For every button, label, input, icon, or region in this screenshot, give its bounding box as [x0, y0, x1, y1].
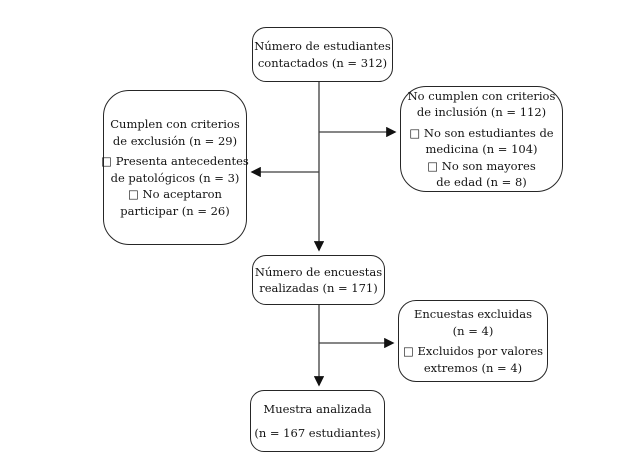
box-line: medicina (n = 104)	[425, 142, 538, 156]
box-line: Encuestas excluidas	[413, 307, 532, 321]
box-line: de edad (n = 8)	[436, 175, 527, 189]
box-line: Cumplen con criterios	[110, 117, 240, 131]
box-line: de inclusión (n = 112)	[416, 105, 547, 119]
box-exclusion: Cumplen con criterios de exclusión (n = …	[101, 90, 249, 245]
box-line: □ No son mayores	[427, 158, 536, 173]
box-line: de exclusión (n = 29)	[112, 133, 238, 148]
box-contacted: Número de estudiantes contactados (n = 3…	[252, 27, 393, 82]
box-excluded-surveys: Encuestas excluidas (n = 4) □ Excluidos …	[398, 300, 548, 382]
box-analyzed: Muestra analizada (n = 167 estudiantes)	[250, 390, 385, 452]
box-line: □ Excluidos por valores	[402, 344, 544, 358]
box-line: (n = 4)	[452, 323, 494, 338]
box-line: □ Presenta antecedentes	[101, 154, 249, 168]
box-line: extremos (n = 4)	[423, 360, 523, 375]
box-line: Número de estudiantes	[254, 39, 391, 53]
box-line: de patológicos (n = 3)	[110, 170, 240, 185]
box-line: No cumplen con criterios	[407, 88, 556, 103]
box-inclusion: No cumplen con criterios de inclusión (n…	[400, 86, 563, 192]
box-line: Muestra analizada	[263, 401, 372, 416]
box-surveys: Número de encuestas realizadas (n = 171)	[252, 255, 385, 305]
box-line: contactados (n = 312)	[257, 55, 388, 70]
box-line: □ No son estudiantes de	[409, 125, 554, 140]
box-line: (n = 167 estudiantes)	[254, 426, 381, 440]
box-line: □ No aceptaron	[128, 187, 222, 201]
box-line: participar (n = 26)	[120, 203, 230, 218]
box-line: Número de encuestas	[254, 264, 383, 279]
box-line: realizadas (n = 171)	[259, 281, 378, 295]
